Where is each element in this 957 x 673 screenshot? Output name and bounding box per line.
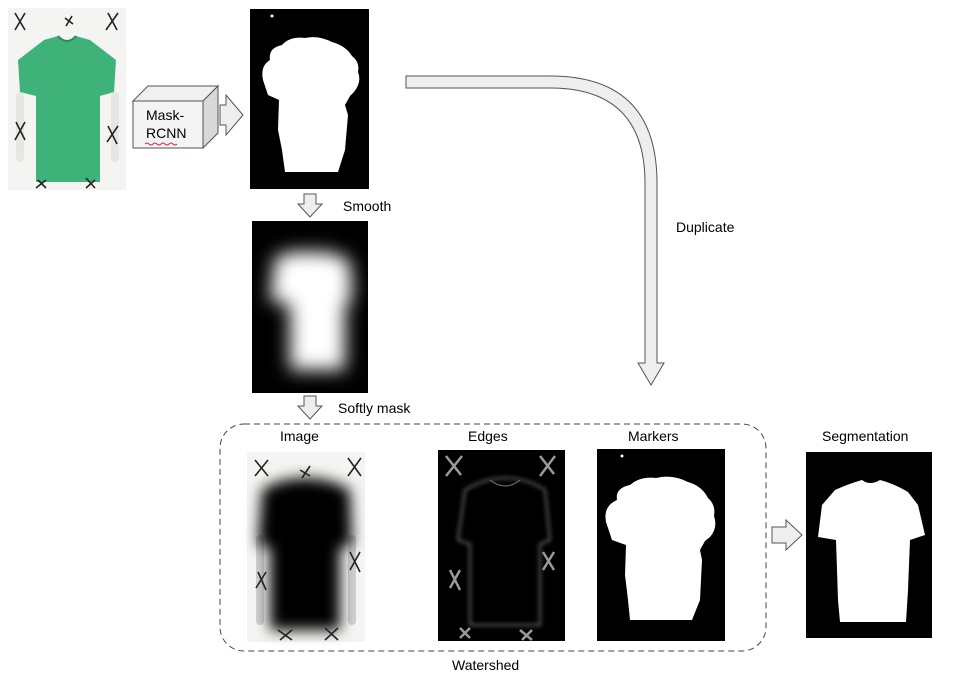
mask-rcnn-label-line2: RCNN <box>146 125 187 141</box>
edges-label: Edges <box>468 428 508 444</box>
segmentation-label: Segmentation <box>822 428 909 444</box>
mask-rcnn-box <box>131 84 220 150</box>
arrow-down-smooth <box>296 193 324 218</box>
softly-masked-image <box>247 452 365 642</box>
markers-label: Markers <box>628 428 679 444</box>
initial-mask-image <box>250 9 369 189</box>
image-label: Image <box>280 428 319 444</box>
watershed-label: Watershed <box>452 657 520 673</box>
arrow-down-softly-mask <box>296 395 324 420</box>
mask-rcnn-label-line1: Mask- <box>146 107 185 123</box>
input-photo <box>8 8 126 190</box>
markers-image <box>597 449 725 641</box>
arrow-right-1 <box>219 93 244 137</box>
x-marks <box>14 12 119 189</box>
smoothed-mask-image <box>252 221 368 393</box>
edges-image <box>438 450 565 641</box>
arrow-right-2 <box>771 518 803 552</box>
watershed-container <box>219 423 767 652</box>
mask-shape <box>262 37 360 172</box>
arrow-duplicate <box>405 75 665 386</box>
green-shirt <box>18 36 116 182</box>
softly-mask-label: Softly mask <box>338 400 411 416</box>
duplicate-label: Duplicate <box>676 219 735 235</box>
smooth-label: Smooth <box>343 198 392 214</box>
segmentation-image <box>806 452 932 638</box>
